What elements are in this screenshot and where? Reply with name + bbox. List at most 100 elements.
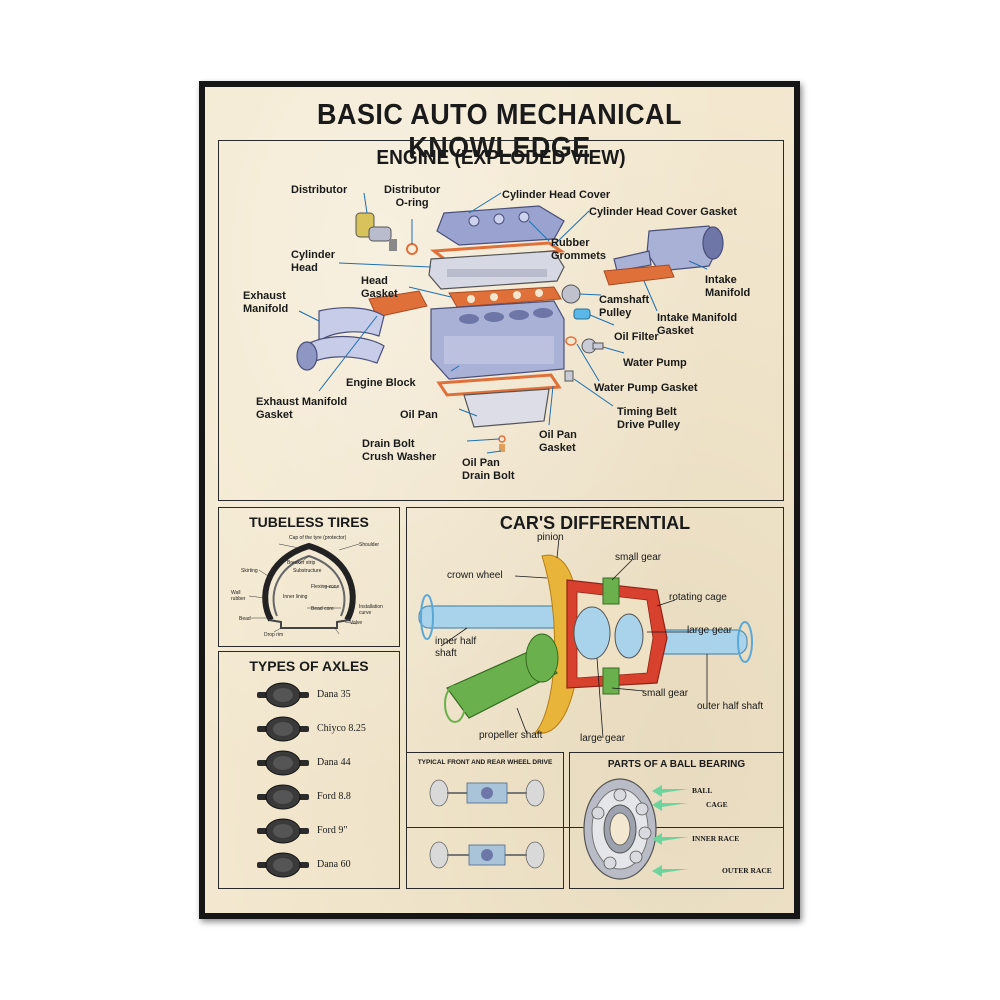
diff-label-propeller-shaft: propeller shaft (479, 730, 543, 741)
tire-label-skirting: Skirting (241, 568, 258, 574)
engine-block-part (430, 300, 565, 380)
intake-gasket-part (603, 264, 675, 286)
label-distributor: Distributor (291, 184, 348, 196)
wheel-drive-illustration (429, 779, 545, 869)
label-oil-pan-drain-bolt-2: Drain Bolt (462, 470, 515, 482)
label-head-gasket: Head Gasket (361, 275, 398, 301)
small-gear-top-part (602, 577, 620, 605)
axle-label: Dana 60 (317, 859, 351, 870)
cylinder-head-cover-part (436, 205, 565, 246)
axle-label: Ford 9" (317, 825, 348, 836)
head-gasket-part (448, 286, 562, 308)
engine-exploded-illustration (296, 192, 724, 454)
bearing-arrows (652, 785, 688, 877)
diff-label-pinion: pinion (537, 532, 564, 543)
label-intake-manifold-gasket-1: Intake Manifold (657, 312, 738, 324)
axle-icon (257, 716, 309, 742)
diff-label-large-gear-right: large gear (687, 625, 733, 636)
label-rubber-grommets: Rubber Grommets (551, 237, 606, 263)
label-water-pump-gasket: Water Pump Gasket (594, 382, 698, 394)
tire-label-shoulder: Shoulder (359, 542, 380, 548)
pinion-part (525, 633, 559, 683)
differential-panel: CAR'S DIFFERENTIAL (406, 507, 784, 828)
label-head-gasket-2: Gasket (361, 288, 398, 300)
axle-label: Chiyco 8.25 (317, 723, 366, 734)
label-camshaft-pulley-1: Camshaft (599, 294, 650, 306)
bearing-label-ball: BALL (692, 786, 713, 795)
diff-label-small-gear-bottom: small gear (642, 688, 689, 699)
label-rubber-grommets-2: Grommets (551, 250, 607, 262)
bearing-label-cage: CAGE (706, 800, 728, 809)
distributor-part (355, 212, 397, 251)
tire-label-installation-1: Installation (359, 604, 383, 610)
tire-cross-section-illustration (248, 542, 360, 635)
diff-label-large-gear-bottom: large gear (580, 733, 626, 744)
oil-pan-part (463, 388, 550, 428)
poster-title: BASIC AUTO MECHANICAL KNOWLEDGE (317, 99, 682, 164)
diff-label-rotating-cage: rotating cage (669, 592, 727, 603)
ball-bearing-illustration (583, 778, 688, 880)
label-drain-bolt-crush-washer: Drain Bolt Crush Washer (362, 438, 436, 464)
label-exhaust-manifold-gasket: Exhaust Manifold Gasket (256, 396, 347, 422)
wheel-drive-panel-title: TYPICAL FRONT AND REAR WHEEL DRIVE (417, 759, 553, 766)
tire-label-drop-rim: Drop rim (264, 632, 284, 638)
tires-panel: TUBELESS TIRES Cap of the tyre (protecto… (218, 507, 400, 647)
engine-leader-lines (298, 192, 708, 454)
axle-icon (257, 682, 309, 708)
axle-label: Dana 35 (317, 689, 351, 700)
tire-label-bead-core: Bead core (311, 606, 334, 612)
small-gear-bottom-part (602, 667, 620, 695)
ball-bearing-panel-title: PARTS OF A BALL BEARING (607, 759, 746, 770)
label-oil-pan: Oil Pan (400, 409, 438, 421)
crush-washer-part (498, 435, 506, 443)
label-cylinder-head-cover-gasket: Cylinder Head Cover Gasket (589, 206, 737, 218)
label-intake-manifold-gasket: Intake Manifold Gasket (657, 312, 737, 338)
distributor-oring-part (406, 243, 418, 255)
tire-label-flexing: Flexing zone (311, 584, 340, 590)
label-drain-bolt-1: Drain Bolt (362, 438, 415, 450)
diff-label-crown-wheel: crown wheel (447, 570, 503, 581)
engine-panel: ENGINE (EXPLODED VIEW) (218, 140, 784, 501)
tire-label-valve: Valve (350, 620, 363, 626)
label-oil-filter: Oil Filter (614, 331, 659, 343)
wheel-drive-panel: TYPICAL FRONT AND REAR WHEEL DRIVE (406, 752, 564, 889)
axle-label: Dana 44 (317, 757, 351, 768)
differential-illustration (418, 537, 753, 739)
large-gear-part (573, 606, 611, 660)
tire-label-substructure: Substructure (293, 568, 322, 574)
diff-label-small-gear-top: small gear (615, 552, 662, 563)
oil-filter-part (573, 308, 591, 320)
cylinder-head-part (428, 250, 565, 290)
drain-bolt-part (499, 444, 505, 452)
label-exhaust-manifold-2: Manifold (243, 303, 289, 315)
ball-bearing-panel: PARTS OF A BALL BEARING BALL CAGE INNER … (569, 752, 784, 889)
poster: BASIC AUTO MECHANICAL KNOWLEDGE ENGINE (… (205, 87, 794, 913)
oil-pan-gasket-part (436, 373, 562, 397)
diff-label-inner-half-1: inner half (435, 636, 477, 647)
label-oil-pan-gasket-2: Gasket (539, 442, 576, 454)
tires-panel-title: TUBELESS TIRES (249, 514, 369, 530)
label-exhaust-manifold-1: Exhaust (243, 290, 286, 302)
axle-icon (257, 852, 309, 878)
label-intake-manifold-1: Intake (705, 274, 737, 286)
label-oil-pan-drain-bolt-1: Oil Pan (462, 457, 500, 469)
exhaust-manifold-part (296, 307, 385, 371)
camshaft-pulley-part (561, 284, 581, 304)
label-exhaust-manifold-gasket-2: Gasket (256, 409, 293, 421)
water-pump-gasket-part (565, 336, 577, 346)
label-oil-pan-gasket-1: Oil Pan (539, 429, 577, 441)
label-distributor-oring: Distributor O-ring (384, 184, 440, 210)
tire-label-installation: Installation curve (359, 604, 383, 616)
label-cylinder-head-cover: Cylinder Head Cover (502, 189, 611, 201)
engine-panel-title: ENGINE (EXPLODED VIEW) (376, 147, 626, 169)
label-timing-belt-1: Timing Belt (617, 406, 677, 418)
timing-belt-pulley-part (564, 370, 574, 382)
label-cylinder-head-2: Head (291, 262, 318, 274)
bearing-label-inner-race: INNER RACE (692, 834, 740, 843)
label-head-gasket-1: Head (361, 275, 388, 287)
axle-icon (257, 750, 309, 776)
label-oil-pan-gasket: Oil Pan Gasket (539, 429, 577, 455)
label-cylinder-head: Cylinder Head (291, 249, 335, 275)
label-distributor-oring-2: O-ring (395, 197, 429, 209)
